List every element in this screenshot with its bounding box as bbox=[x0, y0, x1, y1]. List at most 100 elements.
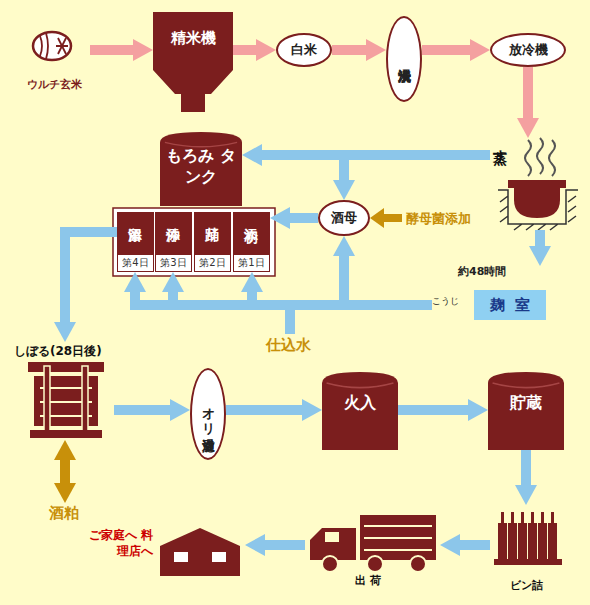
press-base bbox=[30, 430, 102, 438]
shipping-node: 出荷 bbox=[305, 510, 440, 588]
truck-cab bbox=[310, 528, 356, 560]
tank-box: 貯蔵 bbox=[488, 372, 564, 450]
node-text: 出荷 bbox=[355, 575, 385, 588]
bottle-neck bbox=[551, 512, 554, 523]
press-node: しぼる(28日後) bbox=[14, 342, 114, 440]
truck-cargo bbox=[360, 515, 436, 560]
rice-lines bbox=[40, 33, 68, 59]
process-oval: 白米 bbox=[276, 33, 332, 67]
bottle bbox=[498, 523, 507, 559]
node-text: 第1日 bbox=[234, 257, 269, 269]
node-text: 酒母 bbox=[331, 211, 357, 226]
flow-arrow bbox=[226, 405, 308, 415]
node-text: しぼる(28日後) bbox=[14, 345, 102, 359]
truck-window bbox=[325, 532, 339, 542]
bottling-node: ビン詰 bbox=[490, 505, 562, 593]
process-oval: オリ引濾過 bbox=[190, 368, 226, 460]
node-text: 第2日 bbox=[195, 257, 230, 269]
bottle-neck bbox=[541, 512, 544, 523]
steamer-pot bbox=[514, 188, 560, 218]
flow-arrow bbox=[344, 155, 490, 186]
node-text: ビン詰 bbox=[490, 580, 562, 593]
bottle bbox=[508, 523, 517, 559]
flow-arrow bbox=[259, 540, 305, 550]
bottle-neck bbox=[511, 512, 514, 523]
bottle bbox=[548, 523, 557, 559]
node-text: ご家庭へ 料理店へ bbox=[85, 528, 153, 559]
truck-stripes bbox=[364, 526, 432, 550]
addition-box: 仲添第3日 bbox=[155, 212, 192, 272]
tank-box: 火入 bbox=[322, 372, 398, 450]
node-text: 第4日 bbox=[118, 257, 153, 269]
label-text: 酵母菌添加 bbox=[406, 210, 471, 228]
node-text: 酒粕 bbox=[49, 505, 79, 522]
byproduct-node: 酒粕 bbox=[38, 503, 90, 525]
addition-box: 踊り第2日 bbox=[194, 212, 231, 272]
truck-wheel bbox=[367, 556, 383, 572]
rice-node: ウルチ玄米 bbox=[18, 28, 90, 92]
node-text: 放冷機 bbox=[509, 43, 548, 58]
process-oval: 放冷機 bbox=[490, 33, 566, 67]
flow-arrow bbox=[114, 405, 176, 415]
machine-box: 精米機 bbox=[153, 12, 233, 112]
node-text: 踊り bbox=[204, 217, 220, 233]
addition-box: 留添第4日 bbox=[117, 212, 154, 272]
koji-room: 約48時間こうじ 麹室 bbox=[432, 266, 546, 320]
press-post bbox=[82, 366, 88, 434]
node-text: 白米 bbox=[291, 43, 317, 58]
flow-arrow bbox=[90, 45, 139, 55]
node-text: 麹室 bbox=[474, 290, 546, 320]
house-icon bbox=[160, 528, 240, 576]
flow-arrow bbox=[344, 250, 432, 305]
steamer-icon bbox=[498, 138, 578, 230]
flow-arrow bbox=[535, 230, 545, 252]
mill-shape bbox=[153, 12, 233, 112]
steamer-lid bbox=[508, 180, 566, 188]
addition-frame bbox=[113, 208, 275, 276]
press-top bbox=[28, 362, 104, 372]
flow-arrow bbox=[422, 45, 476, 55]
destination-node: ご家庭へ 料理店へ bbox=[85, 520, 245, 582]
node-text: 蒸す bbox=[492, 140, 508, 156]
steamer-node: 蒸す bbox=[490, 138, 578, 230]
flow-arrow bbox=[60, 454, 70, 489]
addition-box: 初添第1日 bbox=[233, 212, 270, 272]
house-window bbox=[212, 552, 226, 562]
bottle bbox=[528, 523, 537, 559]
truck-icon bbox=[310, 515, 436, 572]
bottle-rack bbox=[494, 559, 562, 565]
steamer-stand bbox=[498, 190, 578, 230]
rice-grain bbox=[33, 32, 71, 60]
node-text: 貯蔵 bbox=[492, 394, 560, 412]
bottle bbox=[518, 523, 527, 559]
steam bbox=[525, 138, 555, 176]
node-text: ウルチ玄米 bbox=[18, 79, 90, 92]
bottle-neck bbox=[521, 512, 524, 523]
truck-wheel bbox=[410, 556, 426, 572]
flow-arrow bbox=[65, 232, 117, 328]
bottle-neck bbox=[531, 512, 534, 523]
node-text: オリ引濾過 bbox=[201, 399, 216, 429]
flow-arrow bbox=[398, 405, 474, 415]
flow-arrow bbox=[332, 45, 372, 55]
tank-box: もろみ タンク bbox=[160, 132, 242, 206]
flow-arrow bbox=[521, 450, 531, 491]
flow-arrow bbox=[454, 540, 490, 550]
flow-arrow bbox=[233, 45, 262, 55]
bottle bbox=[538, 523, 547, 559]
label-text: 仕込水 bbox=[266, 336, 311, 355]
node-text: こうじ bbox=[432, 296, 459, 306]
process-oval: 米洗浸漬 bbox=[386, 16, 422, 102]
node-text: 精米機 bbox=[153, 30, 233, 47]
node-text: 火入 bbox=[326, 394, 394, 412]
node-text: 約48時間 bbox=[458, 266, 506, 279]
rice-icon bbox=[33, 32, 71, 60]
truck-wheel bbox=[322, 556, 338, 572]
node-text: もろみ タンク bbox=[166, 146, 236, 188]
flow-arrow bbox=[523, 67, 533, 124]
house bbox=[160, 528, 240, 576]
press-post bbox=[44, 366, 50, 434]
node-text: 第3日 bbox=[156, 257, 191, 269]
flow-arrow bbox=[284, 213, 318, 223]
